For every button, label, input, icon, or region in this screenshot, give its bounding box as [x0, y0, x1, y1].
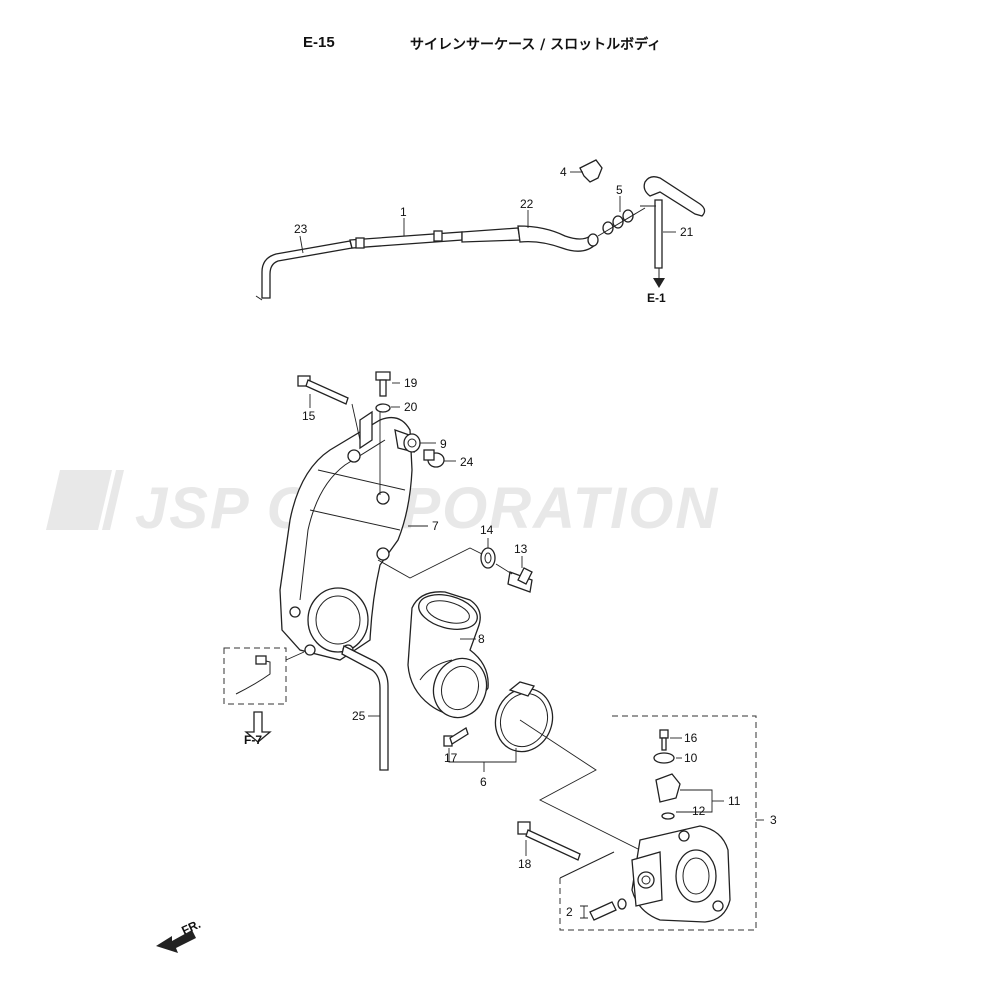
callout-23: 23: [294, 222, 308, 236]
callout-11: 11: [728, 794, 741, 808]
plate-10: [653, 752, 675, 764]
callout-22: 22: [520, 197, 534, 211]
screw-13: [507, 567, 533, 593]
screw-16: [659, 729, 669, 751]
page-code: E-15: [303, 34, 335, 51]
drain-hose-25: [341, 645, 389, 771]
watermark: JSP CORPORATION: [46, 470, 719, 541]
washer-20: [375, 403, 391, 413]
f7-detail-box: [223, 647, 287, 705]
callout-24: 24: [460, 455, 474, 469]
callout-14: 14: [480, 523, 494, 537]
collar-24: [423, 449, 445, 468]
callout-15: 15: [302, 409, 316, 423]
bolt-19: [375, 371, 391, 397]
screw-2: [589, 898, 627, 921]
callout-16: 16: [684, 731, 698, 745]
callout-7: 7: [432, 519, 439, 533]
hose-22: [461, 227, 521, 243]
callout-19: 19: [404, 376, 418, 390]
f7-arrow: [244, 711, 272, 743]
callout-20: 20: [404, 400, 418, 414]
callout-1: 1: [400, 205, 407, 219]
grommet-14: [480, 547, 496, 569]
callout-25: 25: [352, 709, 366, 723]
pipe-21: [654, 199, 663, 269]
callout-12: 12: [692, 804, 706, 818]
callout-17: 17: [444, 751, 458, 765]
callout-6: 6: [480, 775, 487, 789]
callout-4: 4: [560, 165, 567, 179]
callout-3: 3: [770, 813, 777, 827]
bolt-15: [297, 375, 349, 405]
throttle-body-3: [631, 825, 731, 923]
callout-10: 10: [684, 751, 698, 765]
hose-assembly: [255, 159, 706, 301]
callout-8: 8: [478, 632, 485, 646]
clip-4: [579, 159, 603, 183]
rubber-joint-8: [407, 591, 489, 719]
page-title: サイレンサーケース / スロットルボディ: [410, 37, 662, 53]
clamp-6: [494, 681, 554, 753]
screw-17: [443, 727, 469, 747]
tube-1: [349, 231, 463, 249]
callout-2: 2: [566, 905, 573, 919]
watermark-text: JSP CORPORATION: [135, 476, 719, 541]
harness-strap: [235, 659, 271, 695]
callout-5: 5: [616, 183, 623, 197]
callout-18: 18: [518, 857, 532, 871]
callout-9: 9: [440, 437, 447, 451]
hose-23: [261, 240, 353, 299]
throttle-body-box: [559, 715, 757, 931]
callout-21: 21: [680, 225, 694, 239]
callout-13: 13: [514, 542, 528, 556]
front-direction-arrow: [156, 930, 196, 953]
sensor-11: [655, 773, 681, 820]
silencer-case-7: [279, 410, 415, 661]
ref-f7: F-7: [244, 733, 262, 747]
front-label: FR.: [179, 917, 202, 938]
grommet-9: [403, 433, 421, 453]
bolt-18: [517, 821, 581, 861]
ref-e1: E-1: [647, 291, 666, 305]
